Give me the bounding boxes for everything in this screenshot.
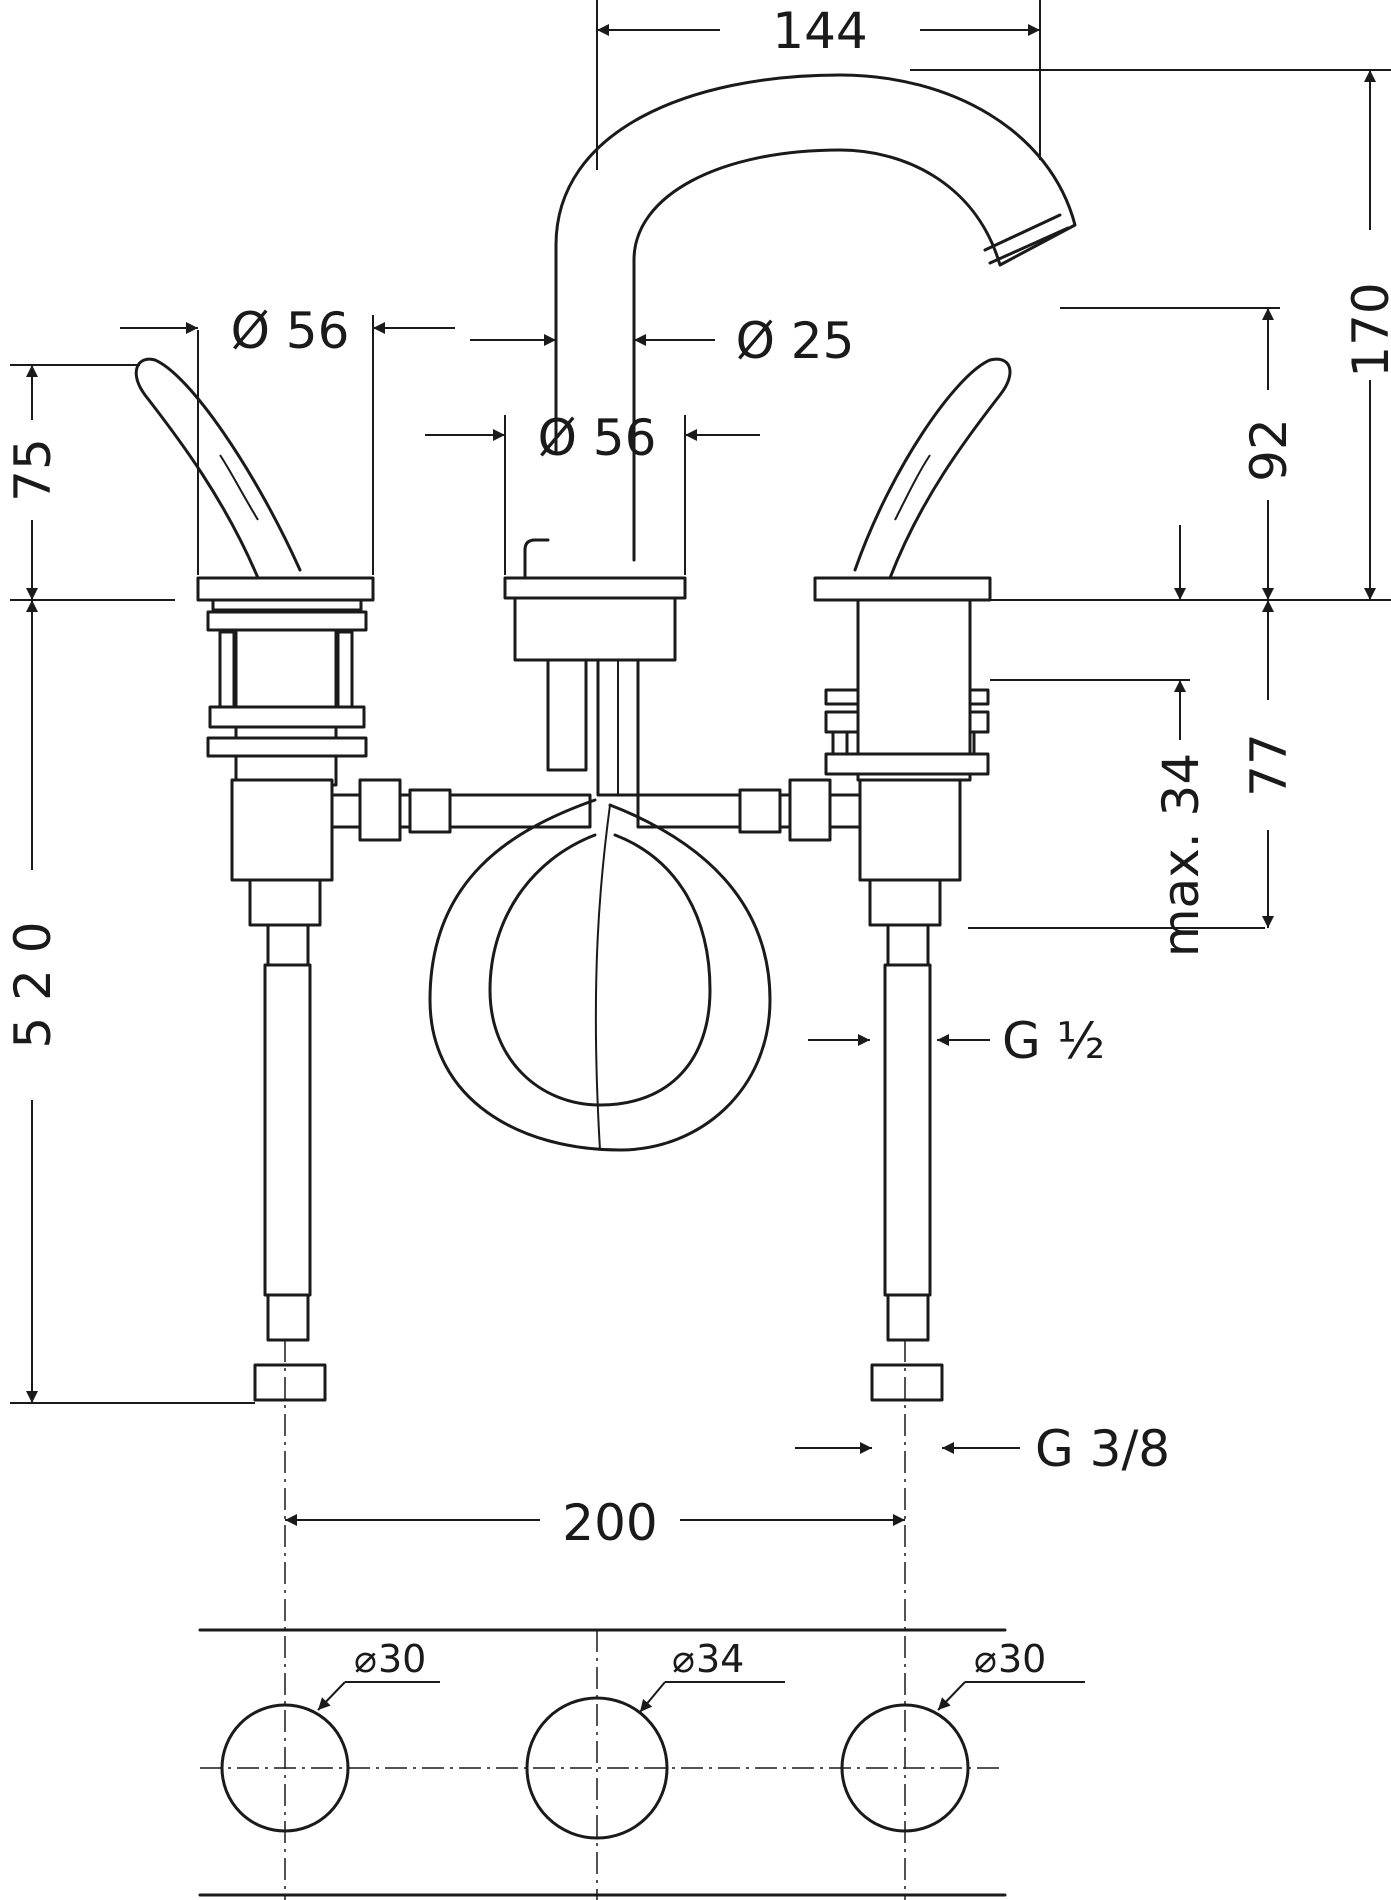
dim-56-left-label: Ø 56 [231,302,350,360]
spout-rosette [503,538,687,797]
dim-inlet-thread: G ½ [808,1012,1105,1070]
dim-center-spacing: 200 [285,1494,905,1552]
right-hole-label: 30 [998,1637,1046,1681]
connection-hose [330,778,862,1152]
dim-handle-rosette: Ø 56 [120,302,455,575]
hole-dia-symbol-center: ⌀ [672,1637,695,1681]
right-valve [813,357,1012,1402]
spout [554,73,1077,562]
dim-25-label: Ø 25 [736,312,855,370]
dim-spout-height: 170 [900,69,1391,601]
left-hole [220,1703,350,1833]
dim-144-label: 144 [772,2,867,60]
dim-75-label: 75 [4,438,62,502]
center-hole-label: 34 [696,1637,744,1681]
dim-body-height: 77 [968,600,1298,929]
dim-92-label: 92 [1240,418,1298,482]
centerlines [200,1340,1000,1900]
dim-200-label: 200 [562,1494,657,1552]
dim-deck-thickness: max. 34 [990,525,1210,957]
dim-max34-label: max. 34 [1152,753,1210,957]
left-hole-label: 30 [378,1637,426,1681]
dim-spout-reach: 144 [596,0,1041,170]
dim-spout-rosette: Ø 56 [425,409,760,575]
dim-overall-depth: 5 2 0 [4,600,255,1404]
hole-layout: ⌀ 30 ⌀ 34 ⌀ 30 [198,1628,1085,1897]
dim-170-label: 170 [1342,282,1391,377]
hole-dia-symbol-left: ⌀ [354,1637,377,1681]
dim-supply-thread: G 3/8 [795,1420,1170,1478]
right-hole [840,1703,970,1833]
dim-56-center-label: Ø 56 [538,409,657,467]
dim-g38-label: G 3/8 [1035,1420,1170,1478]
dim-spout-dia: Ø 25 [470,312,854,370]
dim-77-label: 77 [1240,733,1298,797]
dim-outlet-height: 92 [1060,307,1298,600]
hole-dia-symbol-right: ⌀ [974,1637,997,1681]
dim-g12-label: G ½ [1002,1012,1105,1070]
left-valve [134,357,375,1402]
dim-520-label: 5 2 0 [4,921,62,1048]
center-hole [525,1696,669,1840]
